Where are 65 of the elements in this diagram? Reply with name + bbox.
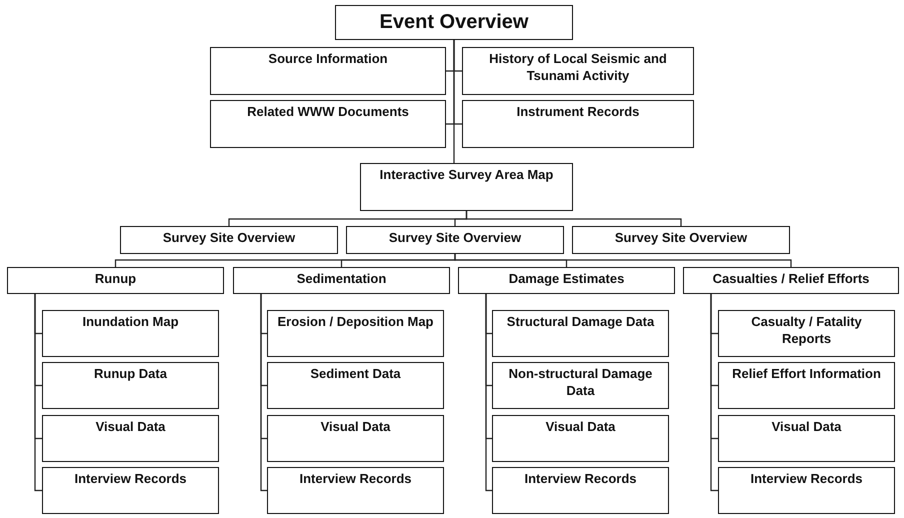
box-label: Interview Records (74, 470, 188, 487)
outline-box (462, 100, 694, 148)
box-label: Visual Data (320, 418, 392, 435)
box-label: Interview Records (298, 470, 412, 487)
outline-box (572, 226, 790, 254)
box-label: Casualties / Relief Efforts (712, 270, 870, 287)
connector-line (485, 294, 492, 492)
connector-line (710, 294, 718, 492)
outline-box (462, 47, 694, 95)
box-label: Interview Records (750, 470, 864, 487)
connector-line (34, 294, 42, 492)
box-label: Survey Site Overview (614, 229, 748, 246)
box-label: Runup (94, 270, 138, 287)
outline-box (718, 467, 895, 514)
outline-box (267, 310, 444, 357)
box-label: Interview Records (524, 470, 638, 487)
outline-box (233, 267, 450, 294)
outline-box (718, 362, 895, 409)
box-label: Instrument Records (516, 103, 640, 120)
outline-box (42, 362, 219, 409)
connector-line (466, 211, 682, 226)
box-label: Event Overview (378, 10, 530, 35)
box-label: Casualty / Fatality Reports (750, 313, 863, 347)
box-label: Source Information (267, 50, 389, 67)
connector-line (454, 254, 792, 267)
outline-box (210, 100, 446, 148)
box-label: Sedimentation (296, 270, 388, 287)
box-label: Visual Data (770, 418, 842, 435)
outline-box (360, 163, 573, 211)
box-label: Sediment Data (309, 365, 402, 382)
connector-line (260, 294, 267, 492)
box-label: Visual Data (94, 418, 166, 435)
box-label: Non-structural Damage Data (508, 365, 654, 399)
box-label: Visual Data (544, 418, 616, 435)
outline-box (42, 467, 219, 514)
outline-box (683, 267, 899, 294)
connector-line (453, 40, 455, 163)
outline-box (718, 415, 895, 462)
box-label: Erosion / Deposition Map (276, 313, 434, 330)
outline-box (42, 310, 219, 357)
box-label: Relief Effort Information (731, 365, 882, 382)
box-label: Runup Data (93, 365, 168, 382)
box-label: History of Local Seismic and Tsunami Activity (488, 50, 668, 84)
outline-box (718, 310, 895, 357)
outline-box (335, 5, 573, 40)
outline-box (267, 415, 444, 462)
outline-box (267, 467, 444, 514)
outline-box (346, 226, 564, 254)
outline-box (492, 310, 669, 357)
outline-box (492, 362, 669, 409)
outline-box (120, 226, 338, 254)
box-label: Structural Damage Data (506, 313, 656, 330)
outline-box (267, 362, 444, 409)
outline-box (492, 415, 669, 462)
outline-box (42, 415, 219, 462)
outline-box (210, 47, 446, 95)
box-label: Related WWW Documents (246, 103, 410, 120)
outline-box (7, 267, 224, 294)
box-label: Damage Estimates (508, 270, 626, 287)
outline-box (492, 467, 669, 514)
outline-box (458, 267, 675, 294)
box-label: Survey Site Overview (162, 229, 296, 246)
box-label: Interactive Survey Area Map (378, 166, 554, 183)
box-label: Survey Site Overview (388, 229, 522, 246)
box-label: Inundation Map (81, 313, 180, 330)
